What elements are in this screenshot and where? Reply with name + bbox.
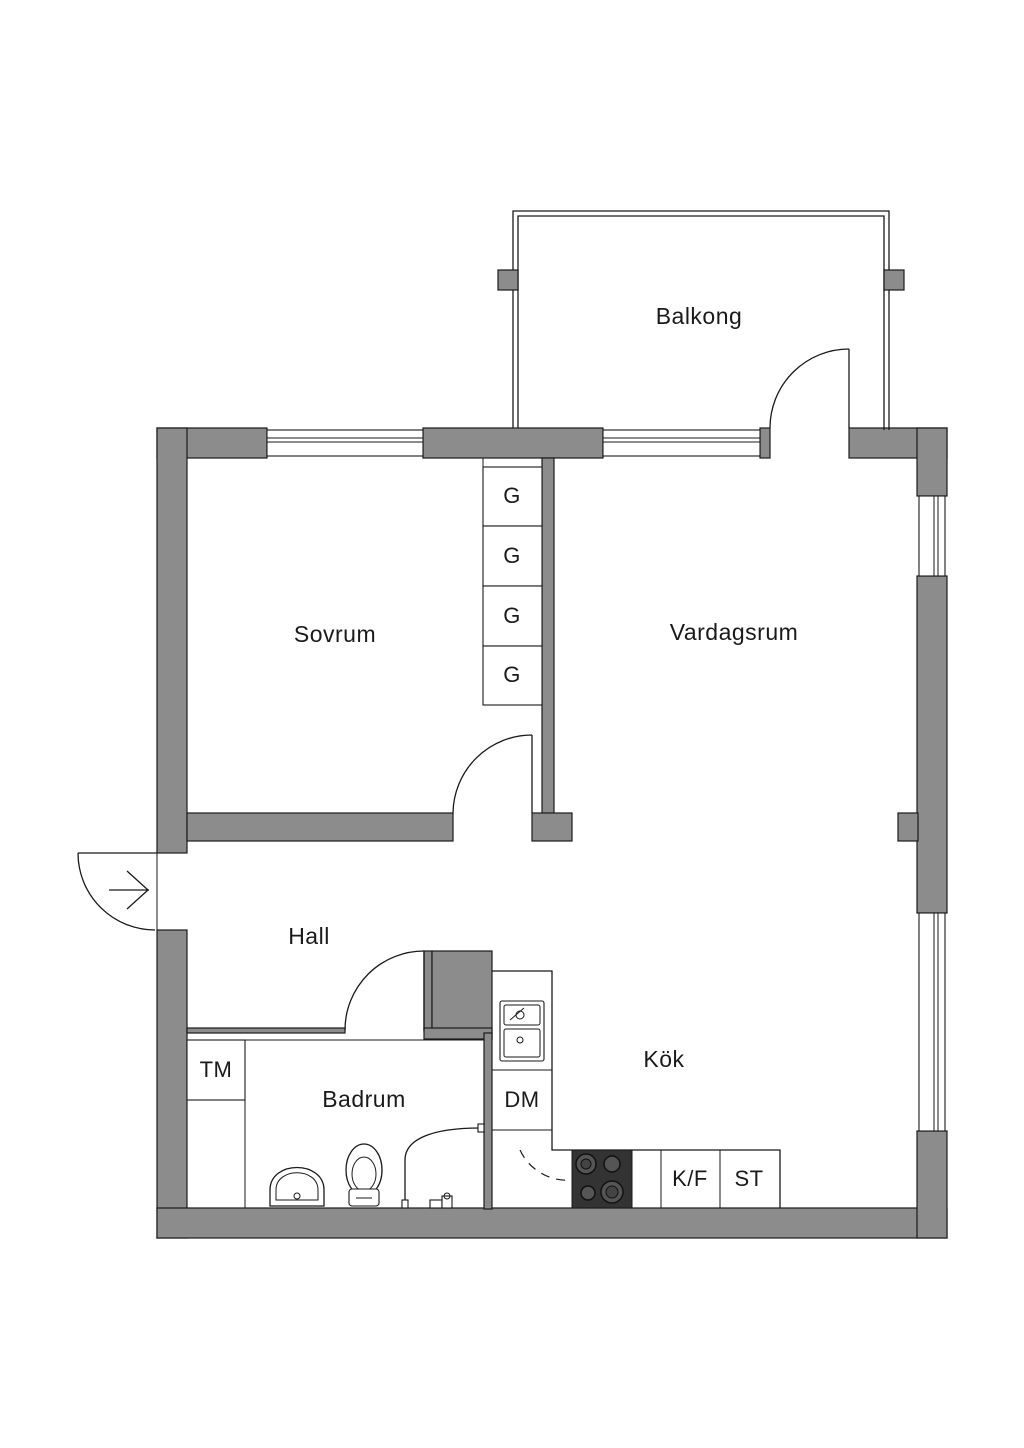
wardrobe-label-2: G — [503, 543, 521, 568]
window-right-bottom — [918, 912, 946, 1132]
interior-walls — [186, 457, 573, 1210]
shower-icon — [401, 1123, 485, 1209]
balcony — [497, 210, 905, 430]
stove-icon — [571, 1149, 633, 1209]
wardrobe-label-4: G — [503, 662, 521, 687]
toilet-icon — [345, 1143, 383, 1207]
storage-label: ST — [734, 1166, 763, 1191]
wash-basin-icon — [269, 1167, 325, 1207]
fridge-freezer-label: K/F — [672, 1166, 708, 1191]
room-label-hall: Hall — [288, 923, 330, 949]
dishwasher-swing — [519, 1149, 573, 1181]
windows — [266, 429, 946, 1132]
room-labels: Balkong Sovrum Vardagsrum Hall Kök Badru… — [288, 303, 798, 1112]
doors — [77, 348, 850, 1031]
room-label-bedroom: Sovrum — [294, 621, 376, 647]
wardrobe-label-3: G — [503, 603, 521, 628]
wardrobe-label-1: G — [503, 483, 521, 508]
balcony-door — [769, 348, 850, 429]
window-living — [602, 429, 761, 457]
entry-arrow-icon — [109, 870, 149, 910]
room-label-living: Vardagsrum — [670, 619, 799, 645]
entrance-door — [77, 852, 158, 931]
window-bedroom — [266, 429, 424, 457]
bathroom-fixtures: TM — [186, 1039, 485, 1209]
bathroom-door — [344, 950, 425, 1031]
room-label-bathroom: Badrum — [322, 1086, 406, 1112]
wardrobe: G G G G — [482, 458, 543, 706]
window-right-top — [918, 495, 946, 577]
bedroom-door — [452, 734, 533, 814]
kitchen-sink-icon — [499, 1000, 545, 1062]
room-label-balcony: Balkong — [656, 303, 743, 329]
room-label-kitchen: Kök — [643, 1046, 684, 1072]
washer-label: TM — [200, 1057, 233, 1082]
dishwasher-label: DM — [504, 1087, 539, 1112]
kitchen-fixtures: DM K/F ST — [492, 970, 781, 1209]
outer-walls — [156, 427, 948, 1239]
